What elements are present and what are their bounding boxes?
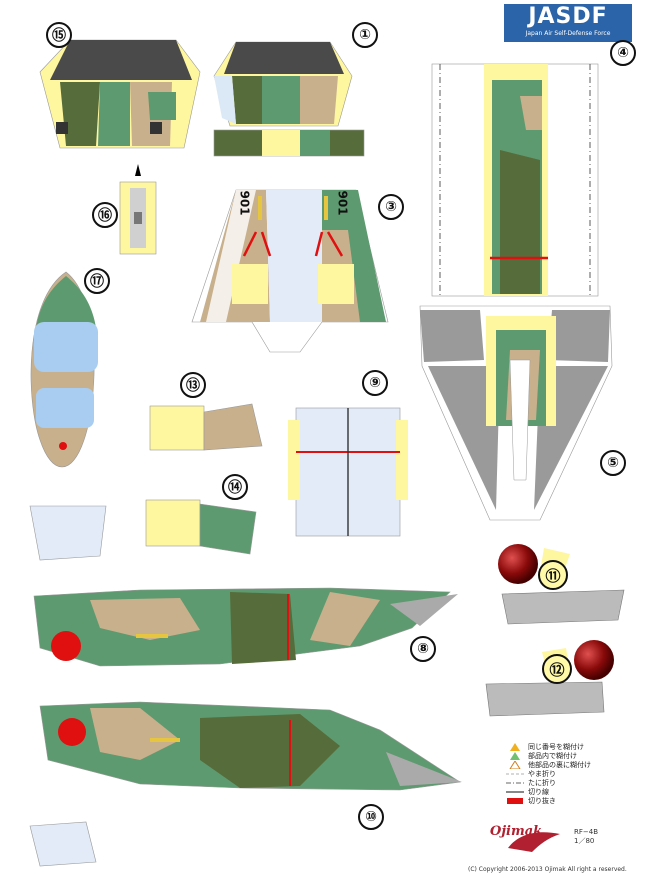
legend-item: 部品内で糊付け [506, 751, 626, 760]
part-5-wings [419, 305, 613, 521]
part-badge-10: ⑩ [358, 804, 384, 830]
glue-back-icon [506, 759, 524, 769]
mountain-fold-icon [506, 770, 524, 778]
glue-same-number-icon [506, 742, 524, 751]
part-badge-17: ⑰ [84, 268, 110, 294]
jasdf-logo: JASDF Japan Air Self-Defense Force [504, 4, 632, 42]
part-badge-13: ⑬ [180, 372, 206, 398]
part-badge-4: ④ [610, 40, 636, 66]
part-badge-3: ③ [378, 194, 404, 220]
part-badge-1: ① [352, 22, 378, 48]
cut-line-icon [506, 788, 524, 796]
tail-number-right: 901 [335, 190, 350, 216]
logo-subtitle: Japan Air Self-Defense Force [525, 30, 611, 37]
model-name: RF−4B [574, 828, 599, 836]
legend-label: たに折り [528, 778, 556, 787]
part-12-dome [485, 640, 614, 717]
legend-item: やま折り [506, 769, 626, 778]
part-badge-16: ⑯ [92, 202, 118, 228]
part-16-small-panel [119, 164, 157, 255]
legend-label: 切り抜き [528, 796, 556, 805]
part-4-fuselage-bottom [431, 63, 599, 297]
part-13-panel [149, 403, 263, 451]
part-1-fuselage-top [213, 41, 365, 157]
model-info: RF−4B 1／80 [574, 828, 598, 846]
part-9-underside [288, 407, 408, 537]
model-scale: 1／80 [574, 837, 595, 845]
legend-label: 部品内で糊付け [528, 751, 577, 760]
part-15-nose-cone [39, 39, 201, 149]
logo-title: JASDF [528, 4, 608, 29]
brand-wing-logo [508, 832, 560, 852]
part-10-fuselage-side [29, 701, 462, 867]
legend-item: 切り抜き [506, 796, 626, 805]
part-14-panel [145, 499, 257, 555]
part-8-fuselage-side [29, 505, 458, 667]
legend-item: 他部品の裏に糊付け [506, 759, 626, 769]
part-badge-5: ⑤ [600, 450, 626, 476]
legend-label: 他部品の裏に糊付け [528, 760, 591, 769]
cut-out-icon [506, 797, 524, 805]
part-badge-14: ⑭ [222, 474, 248, 500]
part-badge-11: ⑪ [538, 560, 568, 590]
part-badge-8: ⑧ [410, 636, 436, 662]
legend-item: 同じ番号を糊付け [506, 742, 626, 751]
legend-item: 切り線 [506, 787, 626, 796]
part-badge-15: ⑮ [46, 22, 72, 48]
part-badge-12: ⑫ [542, 654, 572, 684]
glue-within-part-icon [506, 751, 524, 760]
legend-item: たに折り [506, 778, 626, 787]
tail-number-left: 901 [237, 190, 252, 216]
part-3-center-fuselage [191, 189, 389, 353]
legend-label: 切り線 [528, 787, 549, 796]
part-badge-9: ⑨ [362, 370, 388, 396]
legend-label: 同じ番号を糊付け [528, 742, 584, 751]
valley-fold-icon [506, 779, 524, 787]
legend-label: やま折り [528, 769, 556, 778]
part-17-canopy [30, 271, 98, 468]
legend: 同じ番号を糊付け 部品内で糊付け 他部品の裏に糊付け やま折り たに折り 切り線… [506, 742, 626, 805]
copyright: (C) Copyright 2006-2013 Ojimak All right… [468, 866, 627, 873]
brand-name: Ojimak [490, 824, 543, 839]
